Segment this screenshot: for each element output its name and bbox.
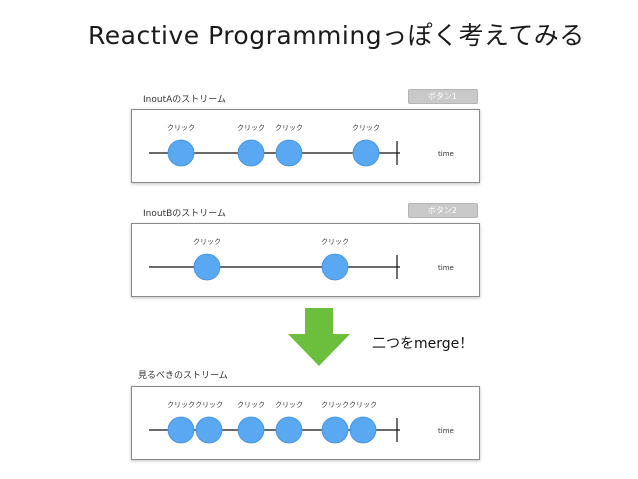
click-label: クリック [167, 124, 195, 132]
click-label: クリック [237, 124, 265, 132]
button-2[interactable]: ボタン2 [408, 203, 478, 218]
button-1[interactable]: ボタン1 [408, 89, 478, 104]
click-label: クリック [349, 401, 377, 409]
click-marble [195, 416, 223, 444]
click-marble [275, 416, 303, 444]
merged-stream-marble-diagram: timeクリッククリッククリッククリッククリッククリック [149, 401, 454, 444]
merged-stream-label: 見るべきのストリーム [138, 371, 228, 381]
click-marble [275, 139, 303, 167]
click-label: クリック [321, 401, 349, 409]
stream-b-marble-diagram: time クリック クリック [149, 238, 454, 281]
stream-a-label: InoutAのストリーム [143, 95, 226, 105]
click-marble [193, 253, 221, 281]
click-marble [167, 139, 195, 167]
stream-b-panel: time クリック クリック [131, 223, 480, 297]
stream-a-marble-diagram: time クリック クリック クリック クリック [149, 124, 454, 167]
click-label: クリック [275, 124, 303, 132]
down-arrow-icon [288, 308, 350, 366]
stream-b-label: InoutBのストリーム [143, 209, 227, 219]
click-marble [167, 416, 195, 444]
click-marble [237, 416, 265, 444]
click-label: クリック [352, 124, 380, 132]
merge-text: 二つをmerge！ [372, 336, 474, 352]
time-label: time [438, 427, 454, 435]
page-title: Reactive Programmingっぽく考えてみる [88, 21, 585, 50]
time-label: time [438, 150, 454, 158]
click-label: クリック [321, 238, 349, 246]
click-marble [237, 139, 265, 167]
click-marble [349, 416, 377, 444]
click-label: クリック [195, 401, 223, 409]
click-marble [321, 253, 349, 281]
click-label: クリック [237, 401, 265, 409]
click-label: クリック [167, 401, 195, 409]
click-marble [352, 139, 380, 167]
click-label: クリック [275, 401, 303, 409]
time-label: time [438, 264, 454, 272]
stream-a-panel: time クリック クリック クリック クリック [131, 109, 480, 183]
click-label: クリック [193, 238, 221, 246]
click-marble [321, 416, 349, 444]
